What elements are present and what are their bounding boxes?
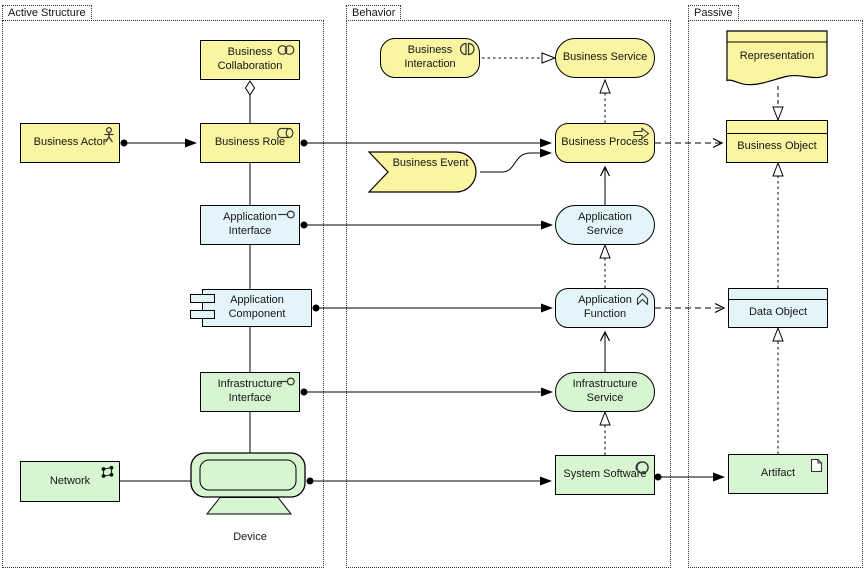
component-icon — [190, 294, 215, 303]
node-label: Business Object — [737, 140, 817, 153]
node-label: Representation — [739, 50, 815, 62]
business-event-shape — [367, 151, 477, 193]
object-title-band — [727, 121, 827, 134]
group-behavior[interactable] — [346, 20, 671, 568]
rel-assignment-actor-role[interactable] — [120, 138, 197, 148]
representation-shape — [726, 30, 828, 86]
rel-assignment-device-systemsoftware[interactable] — [306, 476, 552, 486]
rel-realization-artifact-dataobject[interactable] — [772, 326, 784, 454]
node-label: Artifact — [760, 467, 796, 480]
component-icon — [190, 310, 215, 319]
node-label: System Software — [563, 468, 647, 481]
node-application-function[interactable]: Application Function — [555, 288, 655, 328]
node-business-role[interactable]: Business Role — [200, 123, 300, 163]
rel-realization-interaction-service[interactable] — [482, 52, 557, 64]
node-label: Business Event — [392, 157, 469, 169]
node-label: Business Service — [562, 51, 648, 64]
group-active-structure[interactable] — [2, 20, 324, 568]
node-business-process[interactable]: Business Process — [555, 123, 655, 163]
node-label: Business Process — [561, 136, 649, 149]
node-business-event[interactable]: Business Event — [367, 150, 480, 194]
rel-assignment-appcomponent-appfunction[interactable] — [312, 303, 553, 313]
interaction-icon — [460, 42, 475, 56]
rel-realization-process-service[interactable] — [599, 78, 611, 123]
node-business-interaction[interactable]: Business Interaction — [380, 38, 480, 78]
node-label: Business Interaction — [404, 44, 456, 70]
node-label: Application Component — [228, 294, 286, 320]
node-business-object[interactable]: Business Object — [726, 120, 828, 163]
rel-realization-appfunction-appservice[interactable] — [599, 243, 611, 288]
node-label: Infrastructure Service — [572, 378, 638, 404]
rel-aggregation-collaboration-role[interactable] — [244, 80, 256, 123]
node-label: Business Actor — [33, 136, 107, 149]
node-artifact[interactable]: Artifact — [728, 454, 828, 494]
node-infrastructure-interface[interactable]: Infrastructure Interface — [200, 372, 300, 412]
node-label: Application Interface — [223, 211, 277, 237]
node-application-component[interactable]: Application Component — [190, 289, 312, 327]
group-label-active-structure: Active Structure — [2, 5, 92, 21]
rel-trigger-event-process[interactable] — [480, 148, 552, 173]
node-representation[interactable]: Representation — [726, 30, 828, 88]
rel-realization-representation-businessobject[interactable] — [772, 86, 784, 122]
node-label: Business Role — [214, 136, 286, 149]
interface-lollipop-icon — [278, 210, 295, 219]
device-shape — [190, 452, 306, 515]
rel-assignment-infrainterface-infraservice[interactable] — [300, 387, 553, 397]
node-label: Data Object — [748, 305, 808, 318]
node-system-software[interactable]: System Software — [555, 455, 655, 495]
group-label-passive: Passive — [688, 5, 739, 21]
node-business-collaboration[interactable]: Business Collaboration — [200, 40, 300, 80]
node-label: Application Function — [578, 294, 632, 320]
group-passive[interactable] — [688, 20, 863, 568]
node-application-interface[interactable]: Application Interface — [200, 205, 300, 245]
function-chevron-icon — [636, 292, 649, 306]
collaboration-icon — [277, 45, 295, 55]
node-data-object[interactable]: Data Object — [728, 288, 828, 328]
node-application-service[interactable]: Application Service — [555, 205, 655, 245]
node-business-actor[interactable]: Business Actor — [20, 123, 120, 163]
network-icon — [101, 465, 114, 478]
node-label: Application Service — [578, 211, 632, 237]
group-label-behavior: Behavior — [346, 5, 402, 21]
process-arrow-icon — [633, 127, 650, 140]
node-infrastructure-service[interactable]: Infrastructure Service — [555, 372, 655, 412]
node-network[interactable]: Network — [20, 461, 120, 502]
interface-lollipop-icon — [278, 377, 295, 386]
rel-realization-dataobject-businessobject[interactable] — [772, 161, 784, 288]
node-label: Business Collaboration — [217, 46, 283, 72]
node-label: Infrastructure Interface — [217, 378, 283, 404]
role-icon — [277, 127, 294, 139]
rel-realization-systemsoftware-infraservice[interactable] — [599, 410, 611, 455]
actor-icon — [104, 127, 114, 143]
artifact-icon — [810, 458, 823, 473]
rel-assignment-appinterface-appservice[interactable] — [300, 220, 553, 230]
rel-assignment-role-process[interactable] — [300, 138, 552, 148]
node-label: Network — [49, 474, 91, 487]
device-label: Device — [233, 531, 267, 543]
system-software-icon — [635, 461, 649, 474]
object-title-band — [729, 289, 827, 300]
node-business-service[interactable]: Business Service — [555, 38, 655, 78]
node-device[interactable] — [188, 450, 312, 518]
rel-assignment-systemsoftware-artifact[interactable] — [654, 472, 725, 482]
